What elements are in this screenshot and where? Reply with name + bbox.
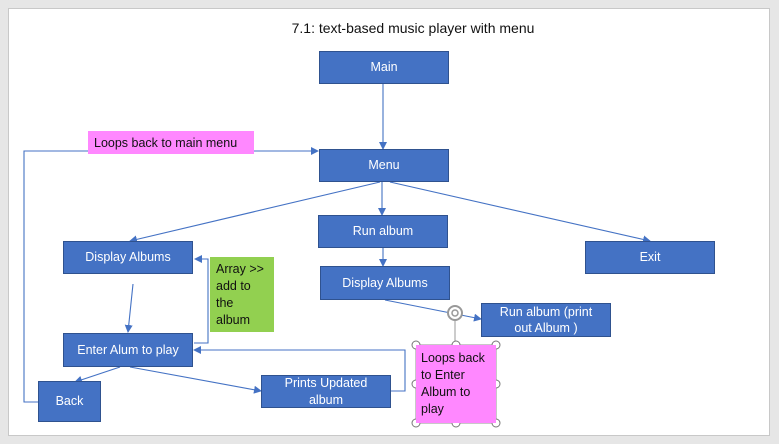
arrow-enter-album-to-prints-updated (129, 366, 262, 394)
node-enter-album[interactable]: Enter Alum to play (63, 333, 193, 367)
arrow-menu-to-display-albums (129, 181, 381, 244)
node-run-album-print[interactable]: Run album (print out Album ) (481, 303, 611, 337)
note-loops-main-menu[interactable]: Loops back to main menu (88, 131, 254, 154)
arrow-enter-album-to-back (74, 366, 121, 384)
node-menu[interactable]: Menu (319, 149, 449, 182)
node-display-albums-center[interactable]: Display Albums (320, 266, 450, 300)
rotate-handle-icon[interactable] (447, 305, 463, 321)
arrow-menu-to-exit (389, 181, 651, 244)
node-main[interactable]: Main (319, 51, 449, 84)
arrow-display-albums-to-run-album-print (384, 299, 482, 322)
arrow-enter-album-to-display-albums (194, 255, 209, 344)
node-exit[interactable]: Exit (585, 241, 715, 274)
note-loops-enter-album[interactable]: Loops back to Enter Album to play (416, 345, 496, 423)
arrow-display-albums-to-enter-album (124, 283, 134, 333)
node-back[interactable]: Back (38, 381, 101, 422)
node-display-albums-left[interactable]: Display Albums (63, 241, 193, 274)
arrow-prints-loop-to-enter-album (193, 346, 406, 392)
node-run-album[interactable]: Run album (318, 215, 448, 248)
node-prints-updated[interactable]: Prints Updated album (261, 375, 391, 408)
note-array-add[interactable]: Array >> add to the album (210, 257, 274, 332)
diagram-title: 7.1: text-based music player with menu (291, 20, 535, 36)
